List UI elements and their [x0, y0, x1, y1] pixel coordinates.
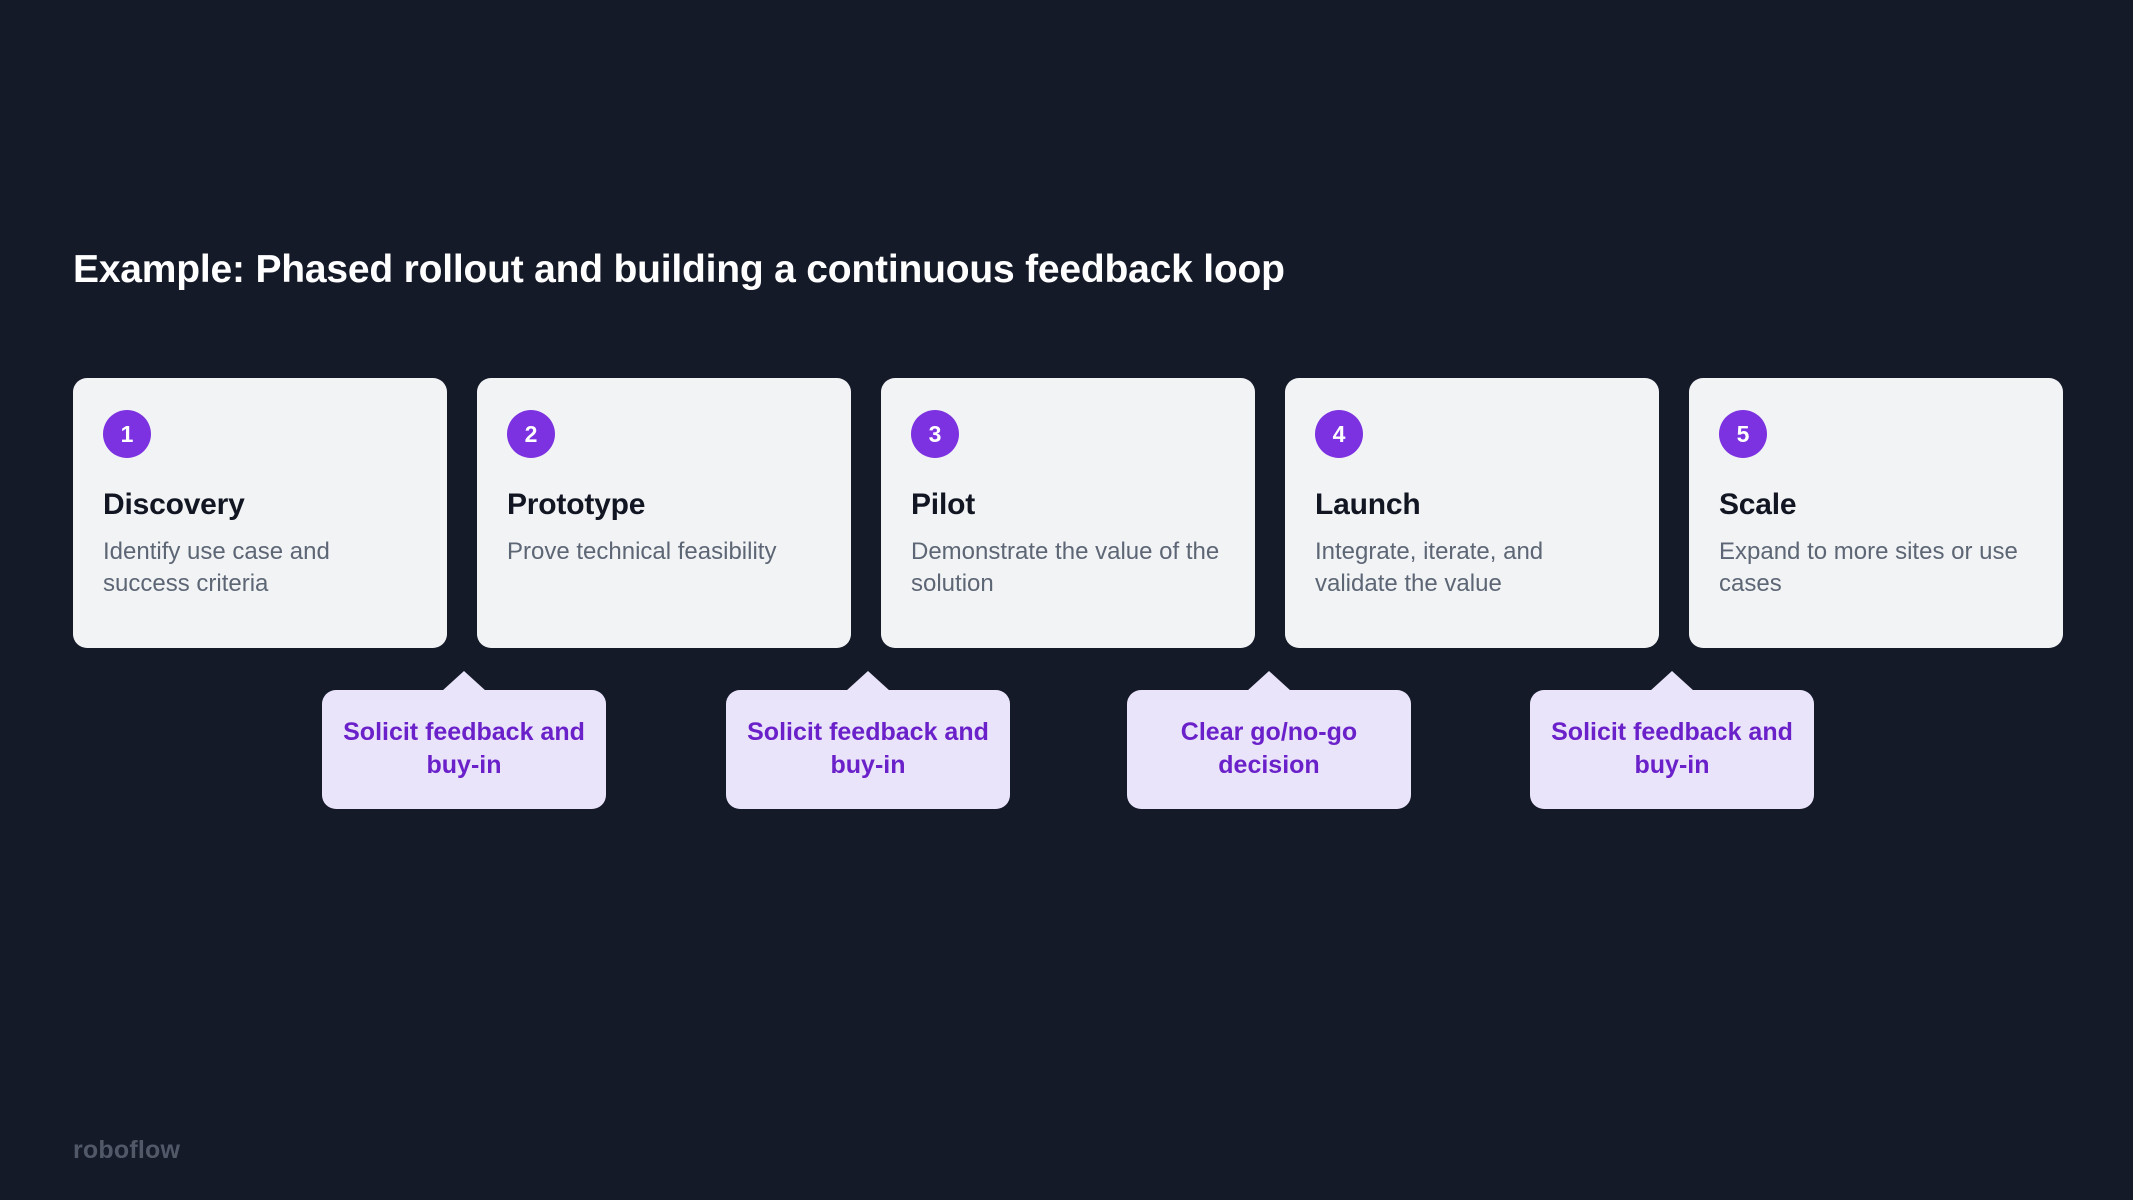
step-card-2[interactable]: 2 Prototype Prove technical feasibility: [477, 378, 851, 648]
step-number-badge: 4: [1315, 410, 1363, 458]
step-card-4[interactable]: 4 Launch Integrate, iterate, and validat…: [1285, 378, 1659, 648]
step-description: Prove technical feasibility: [507, 538, 777, 565]
step-description: Expand to more sites or use cases: [1719, 538, 2018, 597]
step-number-badge: 2: [507, 410, 555, 458]
callout-pointer-icon: [846, 671, 890, 691]
step-title: Prototype: [507, 488, 646, 521]
step-card-5[interactable]: 5 Scale Expand to more sites or use case…: [1689, 378, 2063, 648]
callout-bubble-3[interactable]: Clear go/no-go decision: [1127, 671, 1411, 809]
callout-pointer-icon: [1247, 671, 1291, 691]
step-title: Discovery: [103, 488, 245, 521]
step-title: Launch: [1315, 488, 1421, 521]
page-title: Example: Phased rollout and building a c…: [73, 248, 1285, 291]
step-description: Demonstrate the value of the solution: [911, 538, 1220, 597]
callout-label: Clear go/no-go decision: [1180, 718, 1358, 779]
callout-label: Solicit feedback and buy-in: [747, 718, 989, 779]
callout-pointer-icon: [1650, 671, 1694, 691]
callout-pointer-icon: [442, 671, 486, 691]
callouts-row: Solicit feedback and buy-in Solicit feed…: [0, 671, 2133, 830]
step-description: Identify use case and success criteria: [103, 538, 330, 597]
step-number-badge: 5: [1719, 410, 1767, 458]
step-number-badge: 3: [911, 410, 959, 458]
callout-bubble-1[interactable]: Solicit feedback and buy-in: [322, 671, 606, 809]
step-title: Scale: [1719, 488, 1797, 521]
step-description: Integrate, iterate, and validate the val…: [1315, 538, 1544, 597]
callout-bubble-2[interactable]: Solicit feedback and buy-in: [726, 671, 1010, 809]
callout-bubble-4[interactable]: Solicit feedback and buy-in: [1530, 671, 1814, 809]
callout-label: Solicit feedback and buy-in: [1551, 718, 1793, 779]
steps-row: 1 Discovery Identify use case and succes…: [73, 378, 2063, 648]
step-title: Pilot: [911, 488, 975, 521]
step-number-badge: 1: [103, 410, 151, 458]
step-card-1[interactable]: 1 Discovery Identify use case and succes…: [73, 378, 447, 648]
callout-label: Solicit feedback and buy-in: [343, 718, 585, 779]
roboflow-watermark: roboflow: [73, 1136, 181, 1164]
step-card-3[interactable]: 3 Pilot Demonstrate the value of the sol…: [881, 378, 1255, 648]
